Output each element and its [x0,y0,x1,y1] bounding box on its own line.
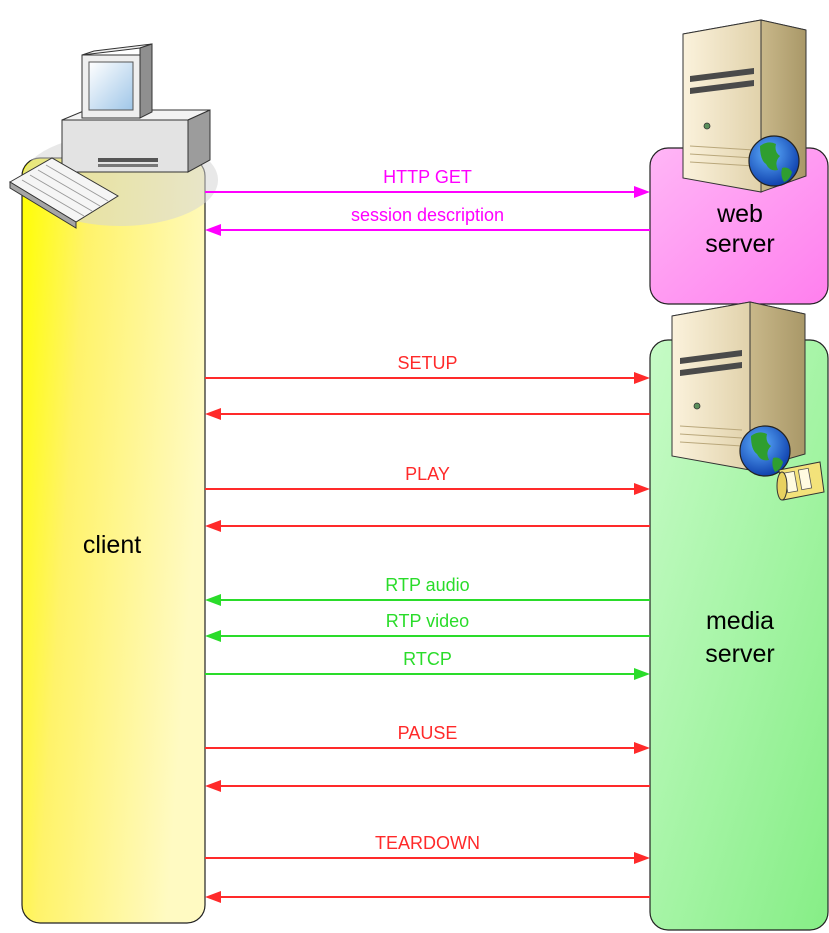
rtp-video-arrowhead [205,630,221,642]
globe-icon [748,135,800,187]
play-reply-arrowhead [205,520,221,532]
rtp-audio-arrowhead [205,594,221,606]
pause-reply-arrowhead [205,780,221,792]
play-arrowhead [634,483,650,495]
web-server-label-line1: web [716,200,763,228]
rtp-video-label: RTP video [386,611,469,631]
session-description-arrowhead [205,224,221,236]
rtp-audio-label: RTP audio [385,575,469,595]
media-server-label-line1: media [706,607,774,635]
media-server-label-line2: server [705,640,774,668]
client-label: client [83,531,141,559]
teardown-label: TEARDOWN [375,833,480,853]
pause-arrowhead [634,742,650,754]
setup-reply-arrowhead [205,408,221,420]
teardown-arrowhead [634,852,650,864]
web-server-label-line2: server [705,230,774,258]
teardown-reply-arrowhead [205,891,221,903]
http-get-label: HTTP GET [383,167,472,187]
setup-label: SETUP [397,353,457,373]
film-reel-icon [776,461,825,501]
pause-label: PAUSE [398,723,458,743]
session-description-label: session description [351,205,504,225]
http-get-arrowhead [634,186,650,198]
globe-icon [739,425,791,477]
rtcp-label: RTCP [403,649,452,669]
rtcp-arrowhead [634,668,650,680]
setup-arrowhead [634,372,650,384]
desktop-computer-icon [9,43,218,229]
play-label: PLAY [405,464,450,484]
